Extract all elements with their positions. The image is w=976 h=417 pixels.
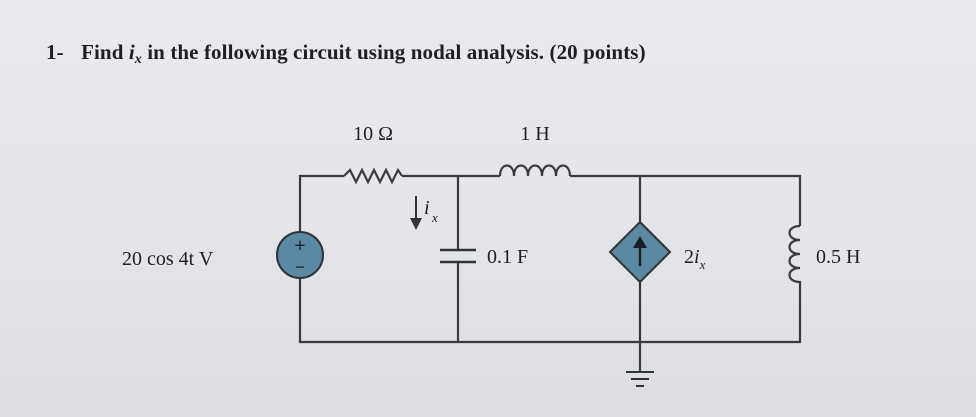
dependent-source-label: 2ix [684,246,706,272]
inductor2-label: 0.5 H [816,246,860,268]
question-text: 1- Find ix in the following circuit usin… [46,40,646,68]
inductor-1h [498,164,572,177]
source-minus: − [295,257,305,277]
resistor-label: 10 Ω [353,123,393,145]
resistor-10ohm [343,167,403,185]
question-number: 1- [46,40,64,64]
capacitor-label: 0.1 F [487,246,528,268]
circuit-wires [298,174,802,372]
inductor1-label: 1 H [520,123,549,145]
capacitor-0-1f [440,248,476,264]
question-variable: ix [128,40,142,67]
inductor-0-5h [788,224,802,294]
current-arrow-ix [410,196,422,230]
ground-symbol [626,371,654,387]
dependent-current-source [608,220,672,284]
source-plus: + [294,235,305,257]
current-sub: x [431,210,438,225]
question-rest: in the following circuit using nodal ana… [147,40,646,64]
source-label: 20 cos 4t V [122,248,214,270]
question-find: Find [81,40,124,64]
current-var: i [424,197,430,219]
voltage-source: + − [276,231,324,279]
